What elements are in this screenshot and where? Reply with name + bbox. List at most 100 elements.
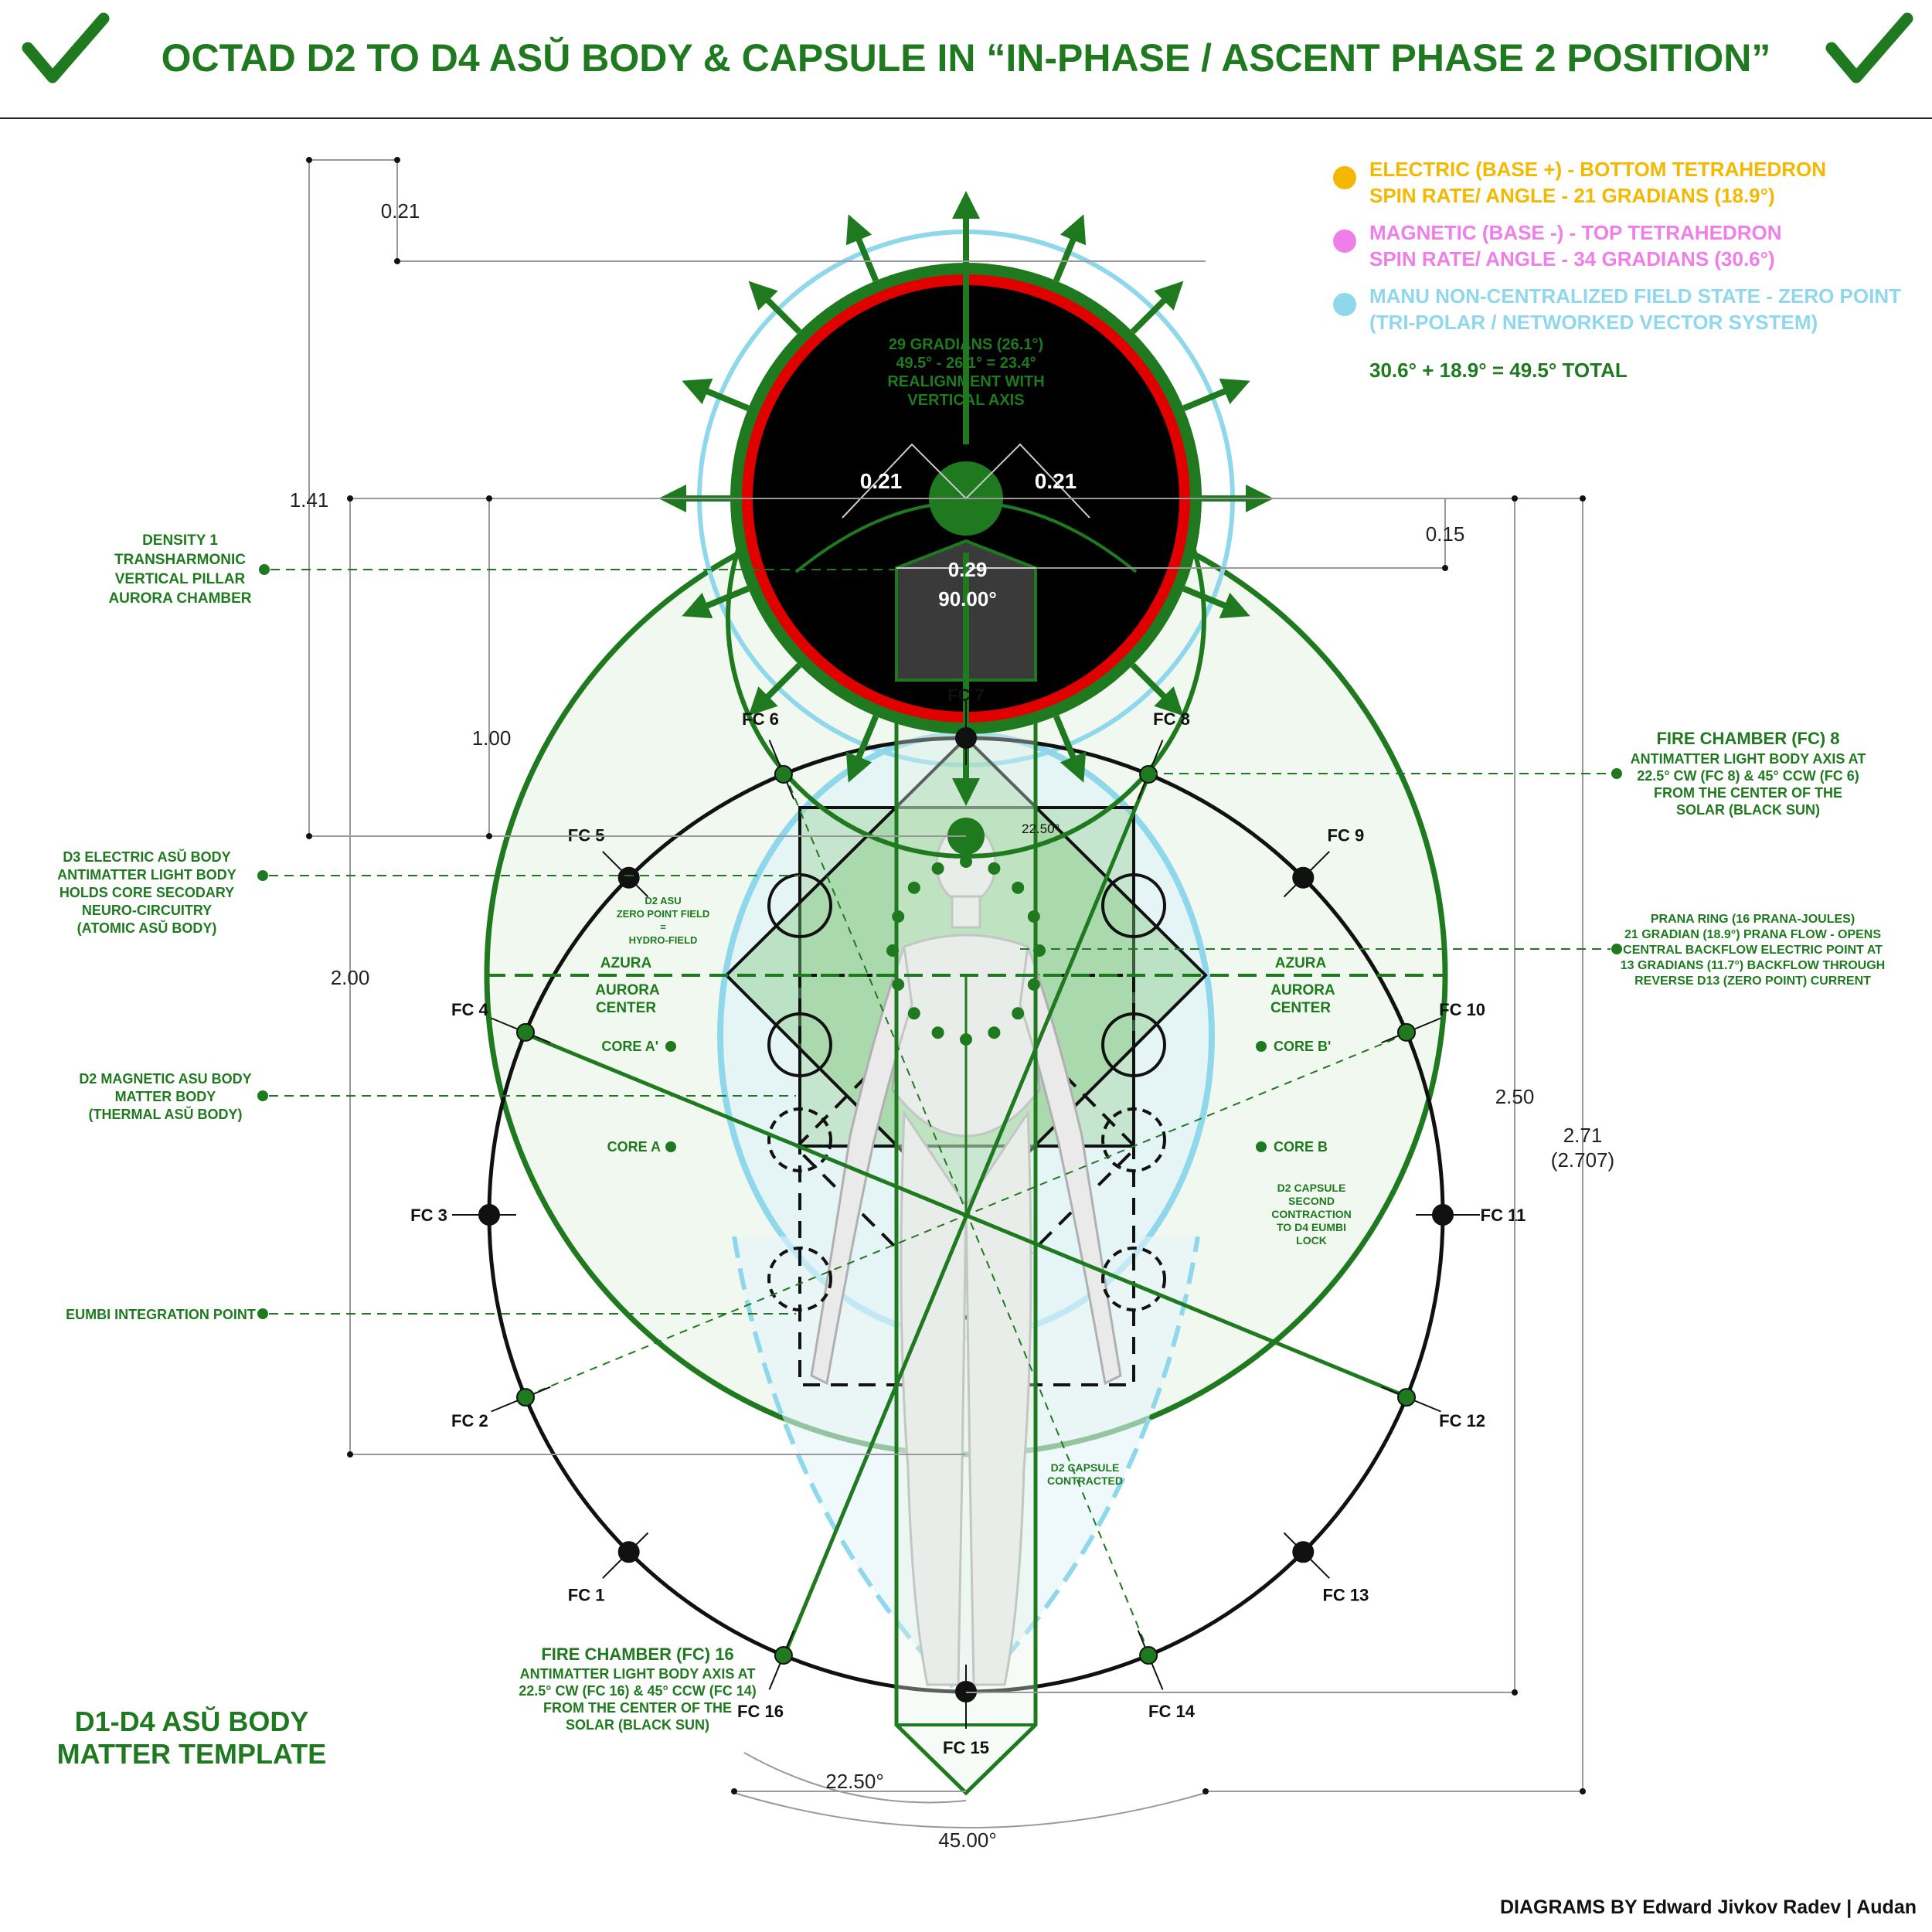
prana-point bbox=[988, 862, 1001, 875]
density-line-1: DENSITY 1 bbox=[142, 532, 218, 549]
prana-point bbox=[1033, 944, 1046, 957]
core-b-prime-dot bbox=[1256, 1041, 1267, 1052]
fc8-line-4: FROM THE CENTER OF THE bbox=[1654, 785, 1842, 801]
sun-ray-arrow bbox=[1130, 662, 1184, 716]
fire-chamber-label: FC 6 bbox=[742, 709, 779, 729]
fc16-title: FIRE CHAMBER (FC) 16 bbox=[541, 1645, 733, 1664]
legend-manu-line1: MANU NON-CENTRALIZED FIELD STATE - ZERO … bbox=[1369, 284, 1901, 308]
human-figure bbox=[810, 824, 1122, 1686]
sun-ray-arrow bbox=[1182, 378, 1250, 411]
density-leader-dot bbox=[259, 564, 270, 575]
core-b-prime: CORE B' bbox=[1274, 1039, 1331, 1054]
prana-point bbox=[1027, 978, 1040, 991]
density-line-4: AURORA CHAMBER bbox=[108, 590, 251, 607]
d2-leader-dot bbox=[257, 1090, 268, 1101]
d2asu-line-2: ZERO POINT FIELD bbox=[617, 908, 710, 920]
sun-ray-arrow bbox=[682, 586, 750, 619]
prana-line-2: 21 GRADIAN (18.9°) PRANA FLOW - OPENS bbox=[1624, 928, 1881, 941]
legend-magnetic-line1: MAGNETIC (BASE -) - TOP TETRAHEDRON bbox=[1369, 221, 1781, 244]
fire-chamber-point bbox=[1292, 1541, 1315, 1563]
footer: D1-D4 ASŬ BODY MATTER TEMPLATE DIAGRAMS … bbox=[57, 1706, 1917, 1918]
fire-chamber-label: FC 16 bbox=[737, 1702, 784, 1721]
core-a-dot bbox=[665, 1141, 676, 1152]
d2asu-line-4: HYDRO-FIELD bbox=[629, 934, 698, 946]
prana-point bbox=[931, 862, 944, 875]
sun-ray-arrow bbox=[1053, 214, 1087, 282]
prana-line-5: REVERSE D13 (ZERO POINT) CURRENT bbox=[1634, 975, 1871, 988]
azura-left: AZURA bbox=[600, 955, 652, 971]
core-b-dot bbox=[1256, 1141, 1267, 1152]
eumbi-leader-dot bbox=[257, 1308, 268, 1319]
prana-line-4: 13 GRADIANS (11.7°) BACKFLOW THROUGH bbox=[1621, 959, 1885, 972]
fire-chamber-point bbox=[1397, 1022, 1416, 1042]
fire-chamber-point bbox=[774, 765, 793, 784]
fc8-title: FIRE CHAMBER (FC) 8 bbox=[1656, 729, 1839, 748]
check-icon-right bbox=[1825, 12, 1913, 83]
d2asu-line-3: = bbox=[660, 921, 666, 933]
fire-chamber-label: FC 3 bbox=[410, 1206, 447, 1225]
prana-point bbox=[907, 881, 920, 894]
fire-chamber-label: FC 13 bbox=[1322, 1585, 1369, 1604]
sun-right-value: 0.21 bbox=[1035, 469, 1077, 493]
fire-chamber-point bbox=[617, 866, 640, 889]
fire-chamber-label: FC 8 bbox=[1153, 709, 1190, 729]
fire-chamber-label: FC 4 bbox=[451, 1000, 488, 1019]
aurora-right: AURORA bbox=[1270, 982, 1335, 998]
prana-point bbox=[892, 910, 905, 923]
prana-point bbox=[960, 1033, 972, 1046]
sun-ray-arrow bbox=[1130, 281, 1184, 335]
fire-chamber-point bbox=[1292, 866, 1315, 889]
fc16-note: FIRE CHAMBER (FC) 16 ANTIMATTER LIGHT BO… bbox=[519, 1645, 756, 1733]
fire-chamber-label: FC 14 bbox=[1148, 1702, 1196, 1721]
sun-left-value: 0.21 bbox=[860, 469, 903, 493]
sun-ray-arrow bbox=[748, 662, 802, 716]
legend-magnetic-line2: SPIN RATE/ ANGLE - 34 GRADIANS (30.6°) bbox=[1369, 247, 1775, 270]
fire-chamber-label: FC 15 bbox=[943, 1738, 989, 1757]
d2-line-3: (THERMAL ASŬ BODY) bbox=[89, 1106, 243, 1122]
capsule-contracted-2: CONTRACTED bbox=[1047, 1475, 1123, 1487]
fire-chamber-point bbox=[516, 1022, 535, 1042]
fire-chamber-label: FC 9 bbox=[1328, 826, 1365, 845]
credit: DIAGRAMS BY Edward Jivkov Radev | Audan bbox=[1500, 1896, 1917, 1918]
legend-manu-line2: (TRI-POLAR / NETWORKED VECTOR SYSTEM) bbox=[1369, 311, 1818, 334]
lower-diamond-dashed bbox=[794, 973, 1138, 1320]
fire-chamber-point bbox=[478, 1204, 500, 1226]
sun-ray-arrow bbox=[1182, 586, 1250, 619]
sun-line-2: 49.5° - 26.1° = 23.4° bbox=[896, 355, 1036, 372]
sun-center-value: 0.29 bbox=[948, 558, 988, 581]
prana-leader-dot bbox=[1611, 944, 1622, 954]
thin-dashed-axes bbox=[525, 772, 1407, 1656]
density-line-2: TRANSHARMONIC bbox=[114, 552, 246, 568]
capsule-contracted-1: D2 CAPSULE bbox=[1051, 1461, 1120, 1474]
fc8-line-3: 22.5° CW (FC 8) & 45° CCW (FC 6) bbox=[1637, 768, 1859, 784]
d3-line-1: D3 ELECTRIC ASŬ BODY bbox=[63, 849, 230, 865]
dim-100: 1.00 bbox=[472, 726, 512, 750]
left-notes: DENSITY 1 TRANSHARMONIC VERTICAL PILLAR … bbox=[57, 532, 896, 1322]
template-label-2: MATTER TEMPLATE bbox=[57, 1738, 327, 1770]
capsule-second-3: CONTRACTION bbox=[1271, 1208, 1351, 1220]
fire-chamber-label: FC 7 bbox=[947, 685, 985, 705]
inner-labels: AZURA AURORA CENTER AZURA AURORA CENTER … bbox=[595, 895, 1351, 1487]
capsule-second-1: D2 CAPSULE bbox=[1277, 1182, 1346, 1194]
legend-electric-line2: SPIN RATE/ ANGLE - 21 GRADIANS (18.9°) bbox=[1369, 184, 1775, 207]
dim-021: 0.21 bbox=[381, 199, 420, 223]
dim-271: 2.71 bbox=[1563, 1124, 1603, 1147]
fire-chamber-label: FC 11 bbox=[1481, 1206, 1526, 1225]
sun-line-3: REALIGNMENT WITH bbox=[887, 373, 1044, 390]
sun-ray-arrow bbox=[682, 378, 750, 411]
capsule-second-5: LOCK bbox=[1296, 1234, 1327, 1247]
page-title: OCTAD D2 TO D4 ASŬ BODY & CAPSULE IN “IN… bbox=[162, 36, 1771, 80]
legend-manu-dot bbox=[1333, 293, 1356, 316]
sun-text: 29 GRADIANS (26.1°) 49.5° - 26.1° = 23.4… bbox=[860, 336, 1077, 611]
d2-line-2: MATTER BODY bbox=[115, 1089, 216, 1104]
sun-line-1: 29 GRADIANS (26.1°) bbox=[889, 336, 1043, 353]
fc16-line-4: FROM THE CENTER OF THE bbox=[543, 1700, 732, 1716]
dim-271b: (2.707) bbox=[1551, 1148, 1614, 1172]
eumbi-label: EUMBI INTEGRATION POINT bbox=[66, 1307, 256, 1322]
d3-line-5: (ATOMIC ASŬ BODY) bbox=[77, 920, 217, 936]
core-a-prime: CORE A' bbox=[601, 1039, 658, 1054]
core-a: CORE A bbox=[607, 1139, 661, 1155]
dimension-lines bbox=[308, 159, 1583, 1828]
fire-chamber-point bbox=[955, 727, 977, 749]
